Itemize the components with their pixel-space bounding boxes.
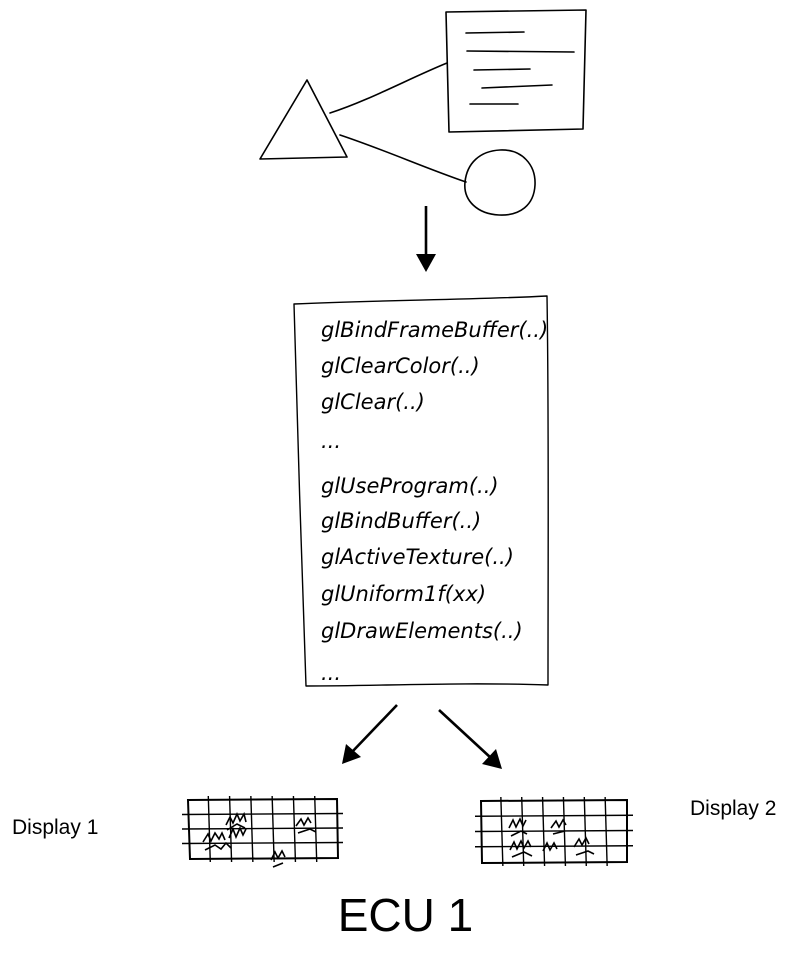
- grid-line: [181, 827, 344, 830]
- command-line: glActiveTexture(..): [321, 545, 514, 569]
- pixel-hatch: [270, 849, 286, 868]
- display-2-label: Display 2: [690, 797, 777, 820]
- display-1-label: Display 1: [12, 816, 99, 839]
- arrow-down-right-icon: [438, 709, 502, 769]
- display-2-grid: [474, 796, 634, 867]
- scene-graph: [259, 9, 587, 216]
- pixel-hatch: [508, 817, 528, 837]
- grid-line: [474, 829, 634, 833]
- pixel-hatch: [550, 818, 567, 835]
- pixel-hatch: [202, 831, 232, 851]
- command-line: glUniform1f(xx): [321, 582, 486, 606]
- grid-line: [604, 796, 608, 867]
- pixel-hatch: [509, 839, 533, 858]
- ecu-title: ECU 1: [337, 889, 474, 941]
- display-2-frame: [479, 798, 628, 865]
- document-node: [445, 9, 587, 133]
- grid-line: [181, 812, 344, 816]
- document-line: [473, 68, 531, 71]
- command-line: glClear(..): [321, 390, 425, 414]
- command-line: glDrawElements(..): [321, 619, 523, 643]
- pixel-hatch: [225, 811, 247, 831]
- command-list: glBindFrameBuffer(..) glClearColor(..) g…: [293, 295, 549, 687]
- arrow-down-icon: [416, 206, 436, 272]
- document-line: [465, 31, 525, 34]
- command-line: glUseProgram(..): [321, 474, 499, 498]
- document-line: [481, 84, 553, 89]
- document-line: [466, 50, 575, 53]
- display-2-pixels: [508, 817, 595, 858]
- arrow-down-left-icon: [342, 704, 398, 764]
- edge-triangle-circle: [339, 134, 467, 183]
- command-line: glBindFrameBuffer(..): [321, 318, 548, 342]
- grid-line: [474, 845, 634, 848]
- command-line: glClearColor(..): [321, 354, 480, 378]
- command-line: ...: [321, 429, 341, 453]
- pixel-hatch: [573, 836, 595, 856]
- display-1-frame: [186, 797, 340, 861]
- command-line: glBindBuffer(..): [321, 509, 481, 533]
- pixel-hatch: [228, 826, 247, 840]
- grid-line: [314, 795, 318, 863]
- triangle-node: [259, 79, 348, 160]
- display-1-grid: [181, 795, 344, 868]
- pixel-hatch: [295, 816, 317, 834]
- command-list-frame: [293, 295, 549, 687]
- display-1-pixels: [202, 811, 317, 868]
- circle-node: [464, 149, 536, 216]
- grid-line: [474, 814, 634, 817]
- grid-line: [181, 841, 344, 845]
- edge-triangle-document: [329, 62, 448, 114]
- command-line: ...: [321, 661, 341, 685]
- pixel-hatch: [542, 841, 558, 852]
